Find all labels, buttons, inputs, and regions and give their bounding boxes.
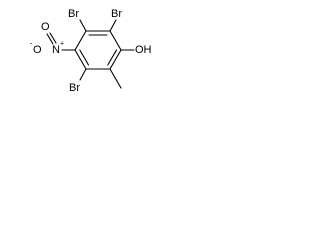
nitro-oxygen-left-label: O xyxy=(33,44,42,56)
ring-bond-lower-right xyxy=(109,49,122,70)
nitro-nitrogen-label: N xyxy=(52,44,60,56)
nitrogen-charge-label: + xyxy=(60,41,64,48)
nitro-double-bond-upper-oxygen xyxy=(49,32,57,44)
nitro-bond-to-upper-oxygen xyxy=(46,33,54,45)
ring-double-bond-lower-left xyxy=(79,49,90,66)
ring-bond-upper-right xyxy=(109,30,122,51)
br-upper-right-label: Br xyxy=(111,8,122,20)
hydroxyl-label: OH xyxy=(135,44,152,56)
ring-double-bond-right xyxy=(107,49,118,66)
nitro-oxygen-upper-label: O xyxy=(41,21,50,33)
oxygen-charge-label: - xyxy=(30,41,33,48)
molecule-structure: Br Br OH Br N + O O - xyxy=(30,8,152,94)
ring-bond-lower-left xyxy=(74,49,87,70)
br-lower-label: Br xyxy=(69,82,80,94)
br-upper-left-label: Br xyxy=(68,8,79,20)
bond-to-methyl xyxy=(109,68,122,89)
bond-to-br-lower xyxy=(79,68,87,81)
benzene-ring xyxy=(74,30,122,70)
bond-to-br-upper-right xyxy=(109,19,117,32)
bond-to-br-upper-left xyxy=(79,19,87,32)
ring-bond-upper-left xyxy=(74,30,87,51)
